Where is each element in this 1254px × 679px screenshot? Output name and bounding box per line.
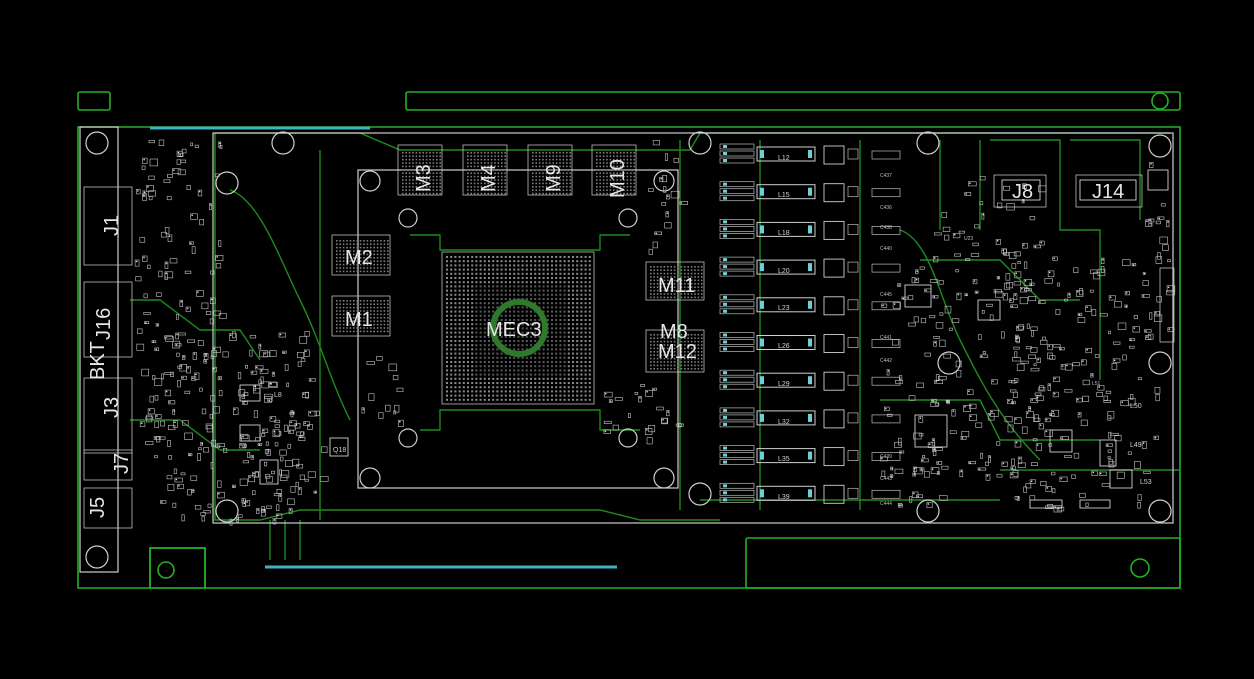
- memory-label-m8: M8: [660, 321, 688, 343]
- cap-label-6: C442: [880, 358, 892, 364]
- connector-label-j16: J16: [93, 308, 115, 340]
- gold-finger-edge: [150, 126, 617, 569]
- inductor-labels: L12 L15 L18 L20 L23 L26 L29 L32 L35 L39: [778, 155, 790, 501]
- inductor-label-4: L20: [778, 268, 790, 275]
- memory-label-m1: M1: [345, 309, 373, 331]
- label-u23: U23: [964, 236, 973, 242]
- connector-label-j5: J5: [87, 497, 109, 518]
- cap-label-2: C436: [880, 205, 892, 211]
- cap-label-5: C441: [880, 335, 892, 341]
- inductor-label-1: L12: [778, 155, 790, 162]
- inductor-label-10: L39: [778, 494, 790, 501]
- memory-label-m12: M12: [658, 341, 697, 363]
- memory-label-m4: M4: [478, 164, 500, 192]
- memory-label-m10: M10: [607, 159, 629, 198]
- label-l50: L50: [1130, 403, 1142, 410]
- mounting-holes: [85, 131, 1172, 569]
- inductor-label-8: L32: [778, 419, 790, 426]
- label-q18: Q18: [333, 447, 346, 454]
- connector-label-j3: J3: [101, 397, 123, 418]
- inductor-label-5: L23: [778, 305, 790, 312]
- silkscreen-outlines: [79, 126, 1175, 573]
- connector-label-j8: J8: [1012, 181, 1033, 203]
- label-l3: L3: [274, 431, 282, 438]
- smd-component-field: [134, 139, 1176, 526]
- silkscreen-labels: MEC3 M2 M1 M11 M12 M8 M3 M4 M9 M10 J1 J1…: [87, 159, 1152, 518]
- inductor-label-7: L29: [778, 381, 790, 388]
- gpu-frame: [357, 169, 679, 489]
- connector-label-j14: J14: [1092, 181, 1124, 203]
- capacitor-labels: C437 C436 C438 C440 C441 C442 C439 C443 …: [880, 173, 892, 507]
- cap-label-3: C438: [880, 225, 892, 231]
- memory-label-m2: M2: [345, 247, 373, 269]
- label-l8: L8: [274, 392, 282, 399]
- cap-label-1: C437: [880, 173, 892, 179]
- cap-label-7: C439: [880, 454, 892, 460]
- memory-label-m9: M9: [543, 164, 565, 192]
- gpu-bga-array: [446, 256, 591, 401]
- memory-bga-arrays: [336, 152, 703, 370]
- connector-label-j1: J1: [101, 215, 123, 236]
- cap-label-10: C445: [880, 292, 892, 298]
- label-l53: L53: [1140, 479, 1152, 486]
- connector-label-bkt: BKT: [87, 341, 109, 380]
- inductor-label-6: L26: [778, 343, 790, 350]
- cap-label-9: C444: [880, 501, 892, 507]
- cap-label-4: C440: [880, 246, 892, 252]
- inductor-label-3: L18: [778, 230, 790, 237]
- gpu-label: MEC3: [486, 319, 542, 341]
- cap-label-8: C443: [880, 476, 892, 482]
- inductor-label-9: L35: [778, 456, 790, 463]
- board-outline: [77, 91, 1181, 589]
- connector-label-j7: J7: [111, 453, 133, 474]
- vrm-phase-array: [719, 143, 901, 504]
- label-l49: L49: [1130, 442, 1142, 449]
- inductor-label-2: L15: [778, 192, 790, 199]
- memory-label-m3: M3: [413, 164, 435, 192]
- memory-label-m11: M11: [658, 275, 695, 297]
- label-l51: L51: [1092, 381, 1101, 387]
